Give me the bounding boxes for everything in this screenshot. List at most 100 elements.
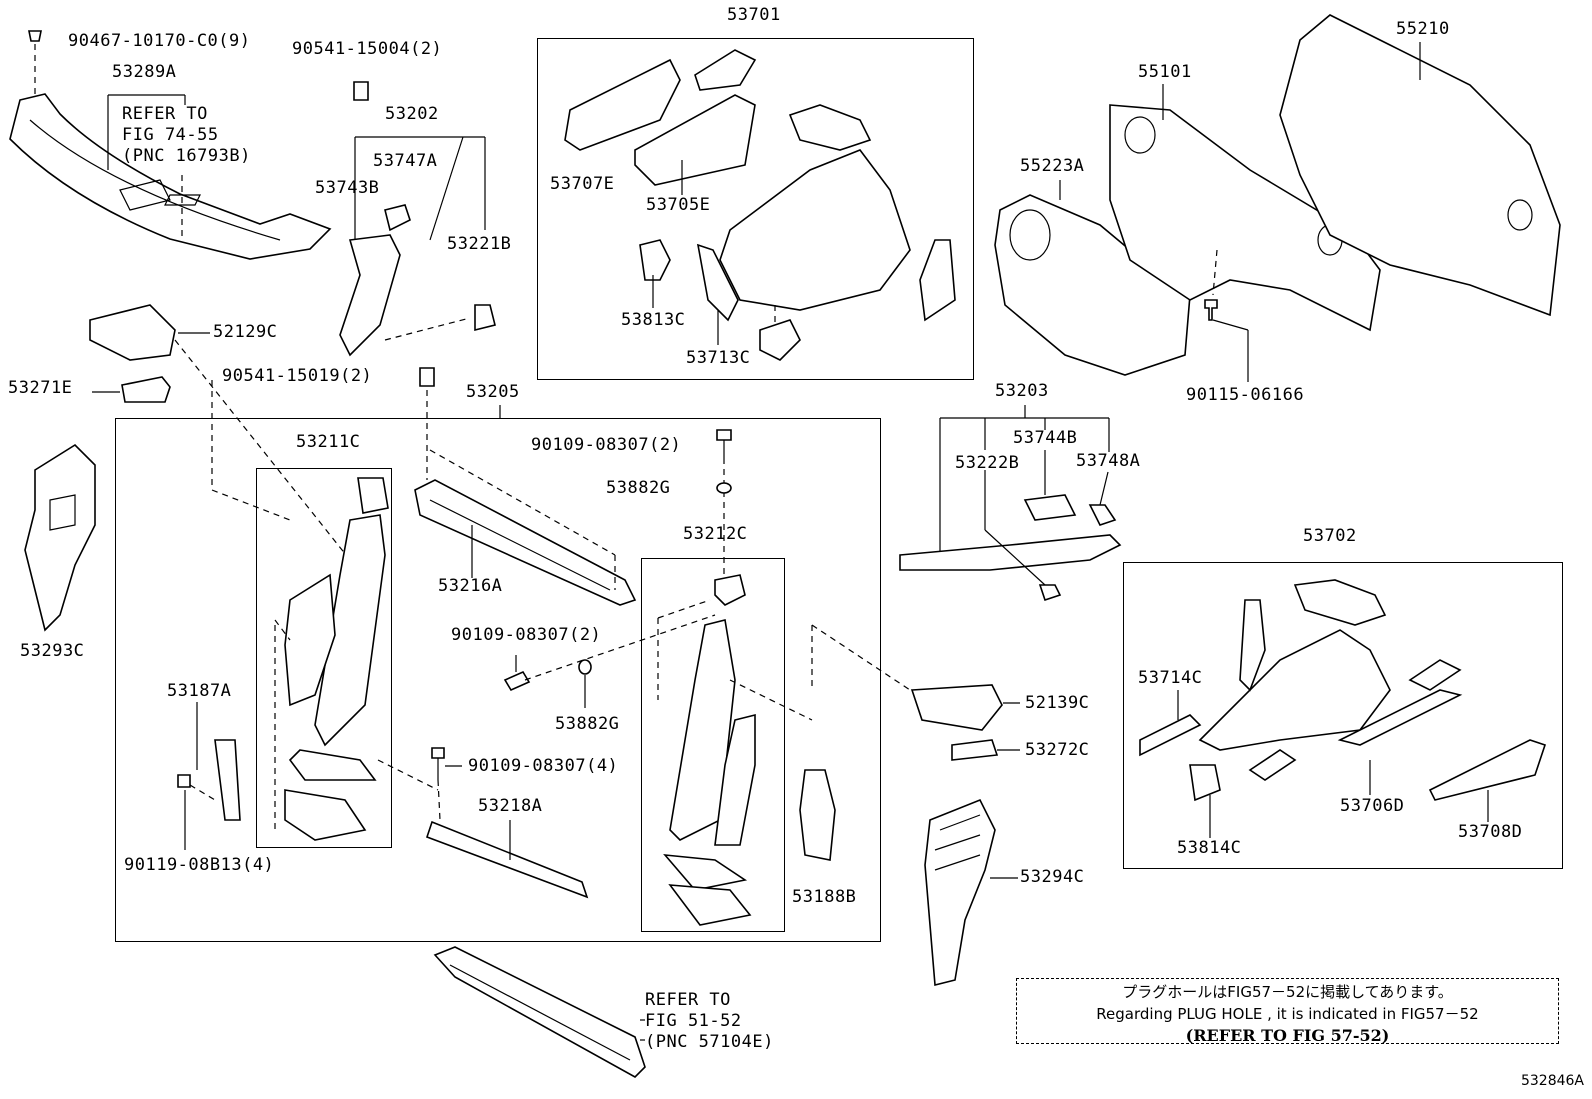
label-53708D[interactable]: 53708D bbox=[1458, 822, 1523, 842]
label-53714C[interactable]: 53714C bbox=[1138, 668, 1203, 688]
part-53271E bbox=[121, 376, 171, 403]
part-53708D bbox=[1428, 739, 1547, 801]
label-53272C[interactable]: 53272C bbox=[1025, 740, 1090, 760]
label-53814C[interactable]: 53814C bbox=[1177, 838, 1242, 858]
part-53714C bbox=[1139, 714, 1202, 757]
part-53701-upper bbox=[694, 49, 757, 91]
label-53706D[interactable]: 53706D bbox=[1340, 796, 1405, 816]
label-90109-low[interactable]: 90109-08307(4) bbox=[468, 756, 619, 776]
label-53289A[interactable]: 53289A bbox=[112, 62, 177, 82]
part-55223A bbox=[994, 194, 1191, 376]
part-53705E bbox=[634, 94, 756, 186]
label-53882G-mid[interactable]: 53882G bbox=[555, 714, 620, 734]
part-53216A bbox=[414, 479, 637, 606]
bolt-90119 bbox=[177, 774, 216, 850]
label-refer-fig-74-55[interactable]: REFER TO FIG 74-55 (PNC 16793B) bbox=[122, 104, 251, 166]
part-57104E bbox=[433, 946, 646, 1078]
label-90541-15004[interactable]: 90541-15004(2) bbox=[292, 39, 443, 59]
label-53205[interactable]: 53205 bbox=[466, 382, 520, 402]
part-52139C bbox=[910, 684, 1003, 731]
part-53202-bracket bbox=[339, 204, 496, 357]
part-53702-small bbox=[1248, 659, 1462, 781]
part-52129C bbox=[89, 304, 176, 361]
part-53702-column bbox=[1239, 599, 1266, 692]
label-refer-fig-51-52[interactable]: REFER TO FIG 51-52 (PNC 57104E) bbox=[645, 990, 774, 1052]
label-55101[interactable]: 55101 bbox=[1138, 62, 1192, 82]
note-line-jp: プラグホールはFIG57－52に掲載してあります。 bbox=[1122, 983, 1453, 1001]
label-53744B[interactable]: 53744B bbox=[1013, 428, 1078, 448]
label-55210[interactable]: 55210 bbox=[1396, 19, 1450, 39]
label-53212C[interactable]: 53212C bbox=[683, 524, 748, 544]
note-line-refer[interactable]: (REFER TO FIG 57-52) bbox=[1185, 1026, 1390, 1045]
washer-53882G-b bbox=[578, 659, 592, 675]
label-52139C[interactable]: 52139C bbox=[1025, 693, 1090, 713]
part-53222B bbox=[984, 470, 1062, 602]
part-53293C bbox=[24, 443, 96, 632]
clip-90467 bbox=[28, 30, 42, 95]
label-53203[interactable]: 53203 bbox=[995, 381, 1049, 401]
note-line-en: Regarding PLUG HOLE , it is indicated in… bbox=[1096, 1005, 1479, 1023]
part-53701-apron bbox=[719, 104, 911, 361]
group-box-53211C bbox=[256, 468, 392, 848]
part-53188B bbox=[799, 769, 836, 861]
label-53702[interactable]: 53702 bbox=[1303, 526, 1357, 546]
part-53218A bbox=[425, 820, 589, 899]
label-53221B[interactable]: 53221B bbox=[447, 234, 512, 254]
label-53218A[interactable]: 53218A bbox=[478, 796, 543, 816]
part-53701-bracket-right bbox=[919, 239, 956, 322]
label-90109-mid[interactable]: 90109-08307(2) bbox=[451, 625, 602, 645]
part-53744B bbox=[1023, 494, 1077, 521]
part-55210 bbox=[1279, 14, 1561, 317]
grommet-90541-15019 bbox=[419, 367, 435, 480]
label-53294C[interactable]: 53294C bbox=[1020, 867, 1085, 887]
label-53813C[interactable]: 53813C bbox=[621, 310, 686, 330]
grommet-90115 bbox=[1204, 249, 1249, 382]
label-90109-top[interactable]: 90109-08307(2) bbox=[531, 435, 682, 455]
label-53187A[interactable]: 53187A bbox=[167, 681, 232, 701]
part-53211C bbox=[284, 477, 389, 841]
label-90467[interactable]: 90467-10170-C0(9) bbox=[68, 31, 251, 51]
label-53211C[interactable]: 53211C bbox=[296, 432, 361, 452]
label-53202[interactable]: 53202 bbox=[385, 104, 439, 124]
label-53747A[interactable]: 53747A bbox=[373, 151, 438, 171]
label-90115[interactable]: 90115-06166 bbox=[1186, 385, 1305, 405]
part-53702-apron bbox=[1198, 579, 1391, 751]
bolt-90109-a bbox=[716, 429, 732, 590]
part-53272C bbox=[951, 739, 999, 761]
label-53293C[interactable]: 53293C bbox=[20, 641, 85, 661]
label-53271E[interactable]: 53271E bbox=[8, 378, 73, 398]
part-53706D bbox=[1337, 689, 1463, 746]
plug-hole-note: プラグホールはFIG57－52に掲載してあります。 Regarding PLUG… bbox=[1016, 978, 1559, 1045]
part-53814C bbox=[1189, 764, 1221, 802]
group-box-53212C bbox=[641, 558, 785, 932]
part-53212C bbox=[663, 574, 756, 926]
label-90119[interactable]: 90119-08B13(4) bbox=[124, 855, 275, 875]
label-53222B[interactable]: 53222B bbox=[955, 453, 1020, 473]
part-53748A bbox=[1088, 504, 1117, 526]
label-53705E[interactable]: 53705E bbox=[646, 195, 711, 215]
group-box-53205 bbox=[115, 418, 881, 942]
label-53713C[interactable]: 53713C bbox=[686, 348, 751, 368]
part-53187A bbox=[214, 739, 241, 821]
label-53882G-top[interactable]: 53882G bbox=[606, 478, 671, 498]
group-box-53702 bbox=[1123, 562, 1563, 869]
diagram-code: 532846A bbox=[1520, 1073, 1584, 1089]
label-53188B[interactable]: 53188B bbox=[792, 887, 857, 907]
label-53707E[interactable]: 53707E bbox=[550, 174, 615, 194]
label-53748A[interactable]: 53748A bbox=[1076, 451, 1141, 471]
label-55223A[interactable]: 55223A bbox=[1020, 156, 1085, 176]
part-53813C bbox=[639, 239, 671, 281]
label-53701[interactable]: 53701 bbox=[727, 5, 781, 25]
part-53707E bbox=[564, 58, 681, 151]
bolt-90109-b bbox=[503, 614, 716, 692]
bolt-90109-c bbox=[431, 747, 445, 821]
label-90541-15019[interactable]: 90541-15019(2) bbox=[222, 366, 373, 386]
part-55101 bbox=[1109, 104, 1381, 332]
grommet-90541-15004 bbox=[353, 81, 369, 101]
label-52129C[interactable]: 52129C bbox=[213, 322, 278, 342]
label-53216A[interactable]: 53216A bbox=[438, 576, 503, 596]
label-53743B[interactable]: 53743B bbox=[315, 178, 380, 198]
group-box-53701 bbox=[537, 38, 974, 380]
washer-53882G-a bbox=[716, 482, 732, 494]
